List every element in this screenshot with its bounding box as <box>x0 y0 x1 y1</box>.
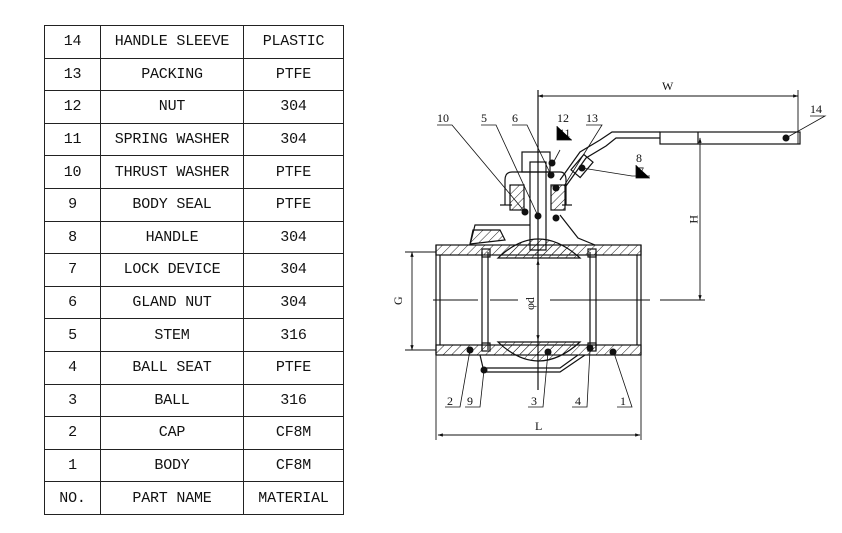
material-cell: 304 <box>243 90 344 124</box>
part-name-cell: LOCK DEVICE <box>100 253 244 287</box>
callout-13: 13 <box>586 111 598 125</box>
material-cell: PTFE <box>243 350 344 385</box>
part-name-cell: NUT <box>100 90 244 124</box>
callout-9: 9 <box>467 394 473 408</box>
part-name-cell: SPRING WASHER <box>100 122 244 157</box>
material-cell: CF8M <box>243 416 344 450</box>
part-name-cell: THRUST WASHER <box>100 155 244 189</box>
header-no: NO. <box>44 481 101 515</box>
part-number-cell: 14 <box>44 25 101 59</box>
callout-12: 12 <box>557 111 569 125</box>
part-name-cell: BALL SEAT <box>100 350 244 385</box>
header-material: MATERIAL <box>243 481 344 515</box>
callout-5: 5 <box>481 111 487 125</box>
callout-4: 4 <box>575 394 581 408</box>
part-number-cell: 12 <box>44 90 101 124</box>
callout-2: 2 <box>447 394 453 408</box>
part-number-cell: 11 <box>44 122 101 157</box>
material-cell: PTFE <box>243 187 344 222</box>
callout-11: 11 <box>559 126 571 140</box>
header-part-name: PART NAME <box>100 481 244 515</box>
callout-frames <box>556 126 650 179</box>
material-cell: 316 <box>243 383 344 418</box>
callout-leaders <box>437 115 827 408</box>
material-cell: 304 <box>243 220 344 255</box>
part-name-cell: GLAND NUT <box>100 285 244 320</box>
callout-8: 8 <box>636 151 642 165</box>
part-number-cell: 2 <box>44 416 101 450</box>
part-name-cell: HANDLE SLEEVE <box>100 25 244 59</box>
part-number-cell: 5 <box>44 318 101 352</box>
dim-label-width: W <box>662 79 674 93</box>
part-number-cell: 13 <box>44 57 101 92</box>
part-name-cell: BODY SEAL <box>100 187 244 222</box>
callout-3: 3 <box>531 394 537 408</box>
callout-6: 6 <box>512 111 518 125</box>
part-name-cell: BODY <box>100 448 244 483</box>
material-cell: PTFE <box>243 57 344 92</box>
dimension-lines <box>405 90 799 440</box>
valve-body <box>435 90 801 390</box>
part-number-cell: 8 <box>44 220 101 255</box>
material-cell: PTFE <box>243 155 344 189</box>
dim-label-thread: G <box>391 296 405 305</box>
dim-label-length: L <box>535 419 542 433</box>
callout-dots <box>466 134 790 374</box>
part-number-cell: 1 <box>44 448 101 483</box>
material-cell: 304 <box>243 122 344 157</box>
callout-1: 1 <box>620 394 626 408</box>
part-number-cell: 7 <box>44 253 101 287</box>
material-cell: CF8M <box>243 448 344 483</box>
callout-10: 10 <box>437 111 449 125</box>
dim-label-bore: φd <box>523 297 537 310</box>
part-name-cell: CAP <box>100 416 244 450</box>
dim-label-height: H <box>687 215 701 224</box>
callout-14: 14 <box>810 102 822 116</box>
